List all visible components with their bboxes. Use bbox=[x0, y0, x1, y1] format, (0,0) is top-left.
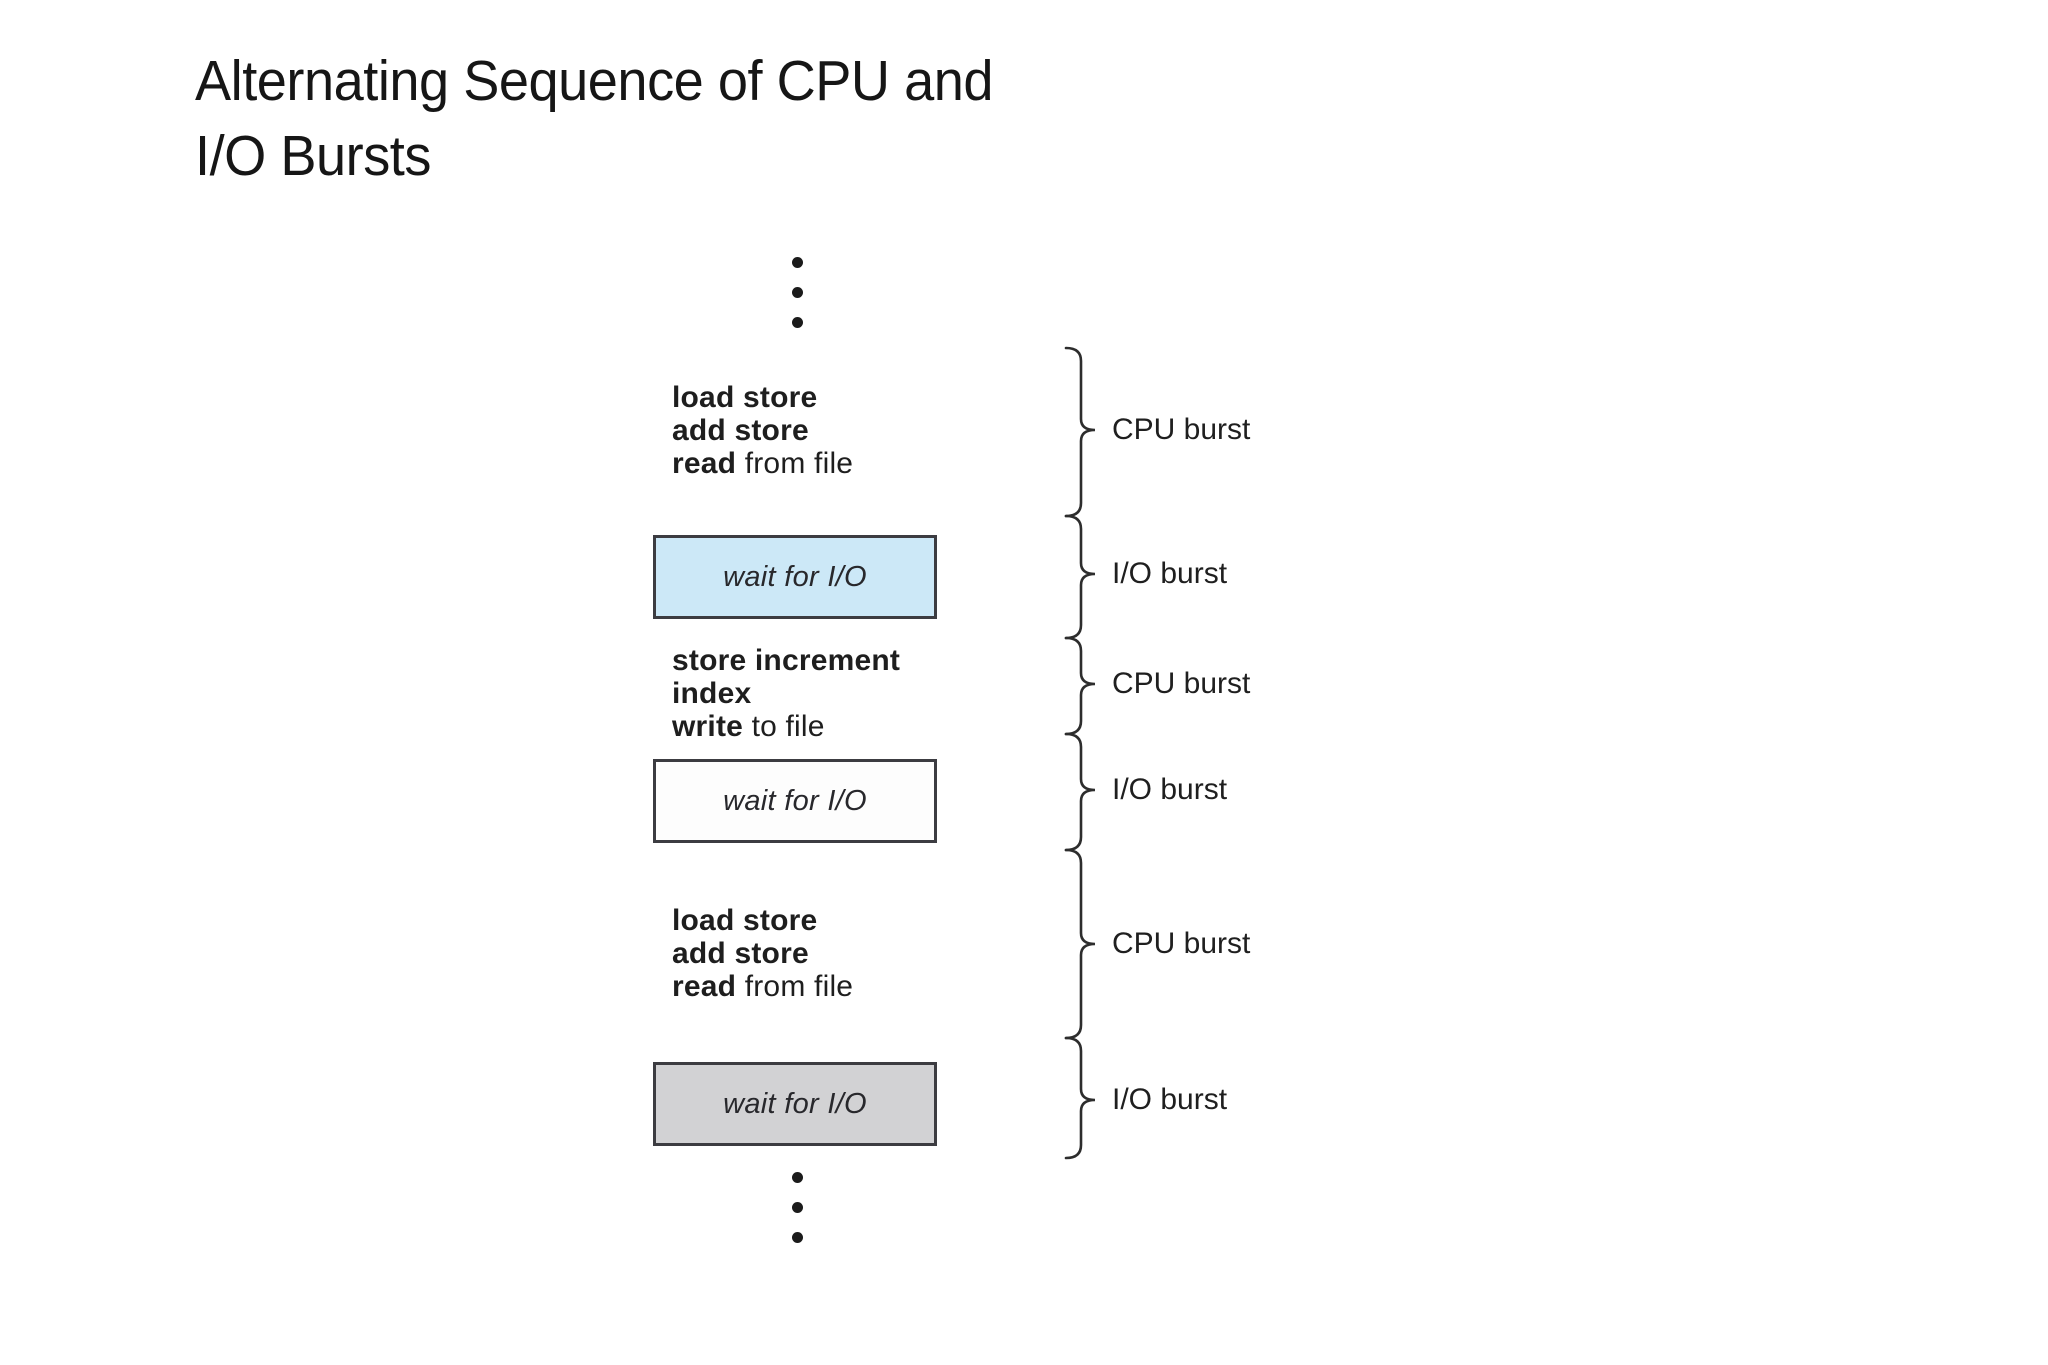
code-line: store increment bbox=[672, 644, 900, 677]
code-line: read from file bbox=[672, 970, 853, 1003]
instruction-text: add store bbox=[672, 937, 809, 970]
instruction-text: write bbox=[672, 710, 744, 743]
instruction-text: index bbox=[672, 677, 752, 710]
instruction-text: read bbox=[672, 447, 737, 480]
wait-box-io-1: wait for I/O bbox=[653, 535, 937, 619]
instruction-operand: from file bbox=[736, 970, 854, 1003]
instruction-text: load store bbox=[672, 904, 818, 937]
brace-cpu-burst-3-icon bbox=[1064, 848, 1096, 1040]
code-block-2: store increment index write to file bbox=[672, 644, 900, 743]
code-line: write to file bbox=[672, 710, 900, 743]
dot-icon bbox=[792, 287, 803, 298]
code-line: load store bbox=[672, 381, 853, 414]
dot-icon bbox=[792, 1202, 803, 1213]
ellipsis-top-icon bbox=[792, 257, 803, 328]
dot-icon bbox=[792, 1232, 803, 1243]
code-line: add store bbox=[672, 414, 853, 447]
burst-label-cpu-2: CPU burst bbox=[1112, 667, 1251, 700]
code-line: add store bbox=[672, 937, 853, 970]
instruction-text: load store bbox=[672, 381, 818, 414]
brace-cpu-burst-1-icon bbox=[1064, 346, 1096, 518]
wait-box-label: wait for I/O bbox=[723, 1087, 867, 1120]
ellipsis-bottom-icon bbox=[792, 1172, 803, 1243]
instruction-operand: to file bbox=[743, 710, 825, 743]
brace-io-burst-2-icon bbox=[1064, 732, 1096, 852]
burst-label-cpu-3: CPU burst bbox=[1112, 927, 1251, 960]
burst-label-cpu-1: CPU burst bbox=[1112, 413, 1251, 446]
instruction-text: add store bbox=[672, 414, 809, 447]
code-block-3: load store add store read from file bbox=[672, 904, 853, 1003]
wait-box-io-3: wait for I/O bbox=[653, 1062, 937, 1146]
wait-box-label: wait for I/O bbox=[723, 560, 867, 593]
code-line: index bbox=[672, 677, 900, 710]
wait-box-io-2: wait for I/O bbox=[653, 759, 937, 843]
code-line: read from file bbox=[672, 447, 853, 480]
burst-label-io-1: I/O burst bbox=[1112, 557, 1228, 590]
code-block-1: load store add store read from file bbox=[672, 381, 853, 480]
brace-cpu-burst-2-icon bbox=[1064, 636, 1096, 736]
instruction-text: read bbox=[672, 970, 737, 1003]
instruction-text: store increment bbox=[672, 644, 901, 677]
dot-icon bbox=[792, 257, 803, 268]
dot-icon bbox=[792, 1172, 803, 1183]
burst-label-io-3: I/O burst bbox=[1112, 1083, 1228, 1116]
brace-io-burst-3-icon bbox=[1064, 1036, 1096, 1160]
wait-box-label: wait for I/O bbox=[723, 784, 867, 817]
dot-icon bbox=[792, 317, 803, 328]
code-line: load store bbox=[672, 904, 853, 937]
braces-column bbox=[1064, 346, 1096, 1160]
instruction-operand: from file bbox=[736, 447, 854, 480]
page-title: Alternating Sequence of CPU and I/O Burs… bbox=[195, 49, 994, 188]
burst-label-io-2: I/O burst bbox=[1112, 773, 1228, 806]
brace-io-burst-1-icon bbox=[1064, 514, 1096, 640]
